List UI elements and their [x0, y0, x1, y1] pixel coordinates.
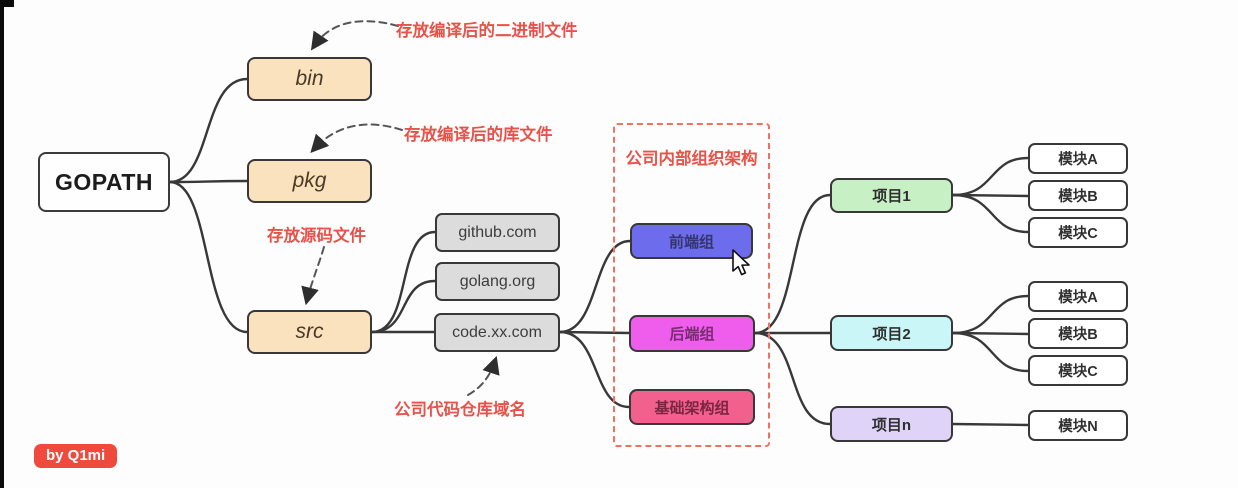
org-group-title: 公司内部组织架构: [625, 150, 758, 168]
mouse-cursor-icon: [732, 249, 750, 276]
project2-node: 项目2: [830, 315, 953, 351]
author-watermark-badge: by Q1mi: [34, 444, 118, 468]
org-group-box: [613, 123, 770, 447]
bin-annotation: 存放编译后的二进制文件: [396, 22, 578, 40]
company-repo-node: code.xx.com: [434, 313, 560, 352]
projectn-module-n-node: 模块N: [1028, 410, 1128, 441]
golang-repo-node: golang.org: [435, 262, 560, 301]
project2-module-a-node: 模块A: [1028, 281, 1128, 312]
bin-dir-node: bin: [247, 57, 372, 101]
project1-module-b-node: 模块B: [1028, 180, 1128, 211]
project2-module-c-node: 模块C: [1028, 355, 1128, 386]
project1-module-a-node: 模块A: [1028, 143, 1128, 174]
src-dir-node: src: [247, 310, 372, 354]
project1-node: 项目1: [830, 178, 953, 213]
projectn-node: 项目n: [830, 406, 953, 442]
github-repo-node: github.com: [435, 213, 560, 252]
top-left-corner-strip: [0, 0, 14, 7]
gopath-node: GOPATH: [38, 152, 170, 212]
project2-module-b-node: 模块B: [1028, 318, 1128, 349]
pkg-dir-node: pkg: [247, 159, 372, 203]
pkg-annotation: 存放编译后的库文件: [404, 126, 553, 144]
backend-team-node: 后端组: [629, 315, 755, 352]
company-repo-annotation: 公司代码仓库域名: [394, 401, 526, 419]
project1-module-c-node: 模块C: [1028, 217, 1128, 248]
left-edge-strip: [0, 0, 4, 488]
src-annotation: 存放源码文件: [267, 227, 366, 245]
infra-team-node: 基础架构组: [629, 389, 755, 425]
